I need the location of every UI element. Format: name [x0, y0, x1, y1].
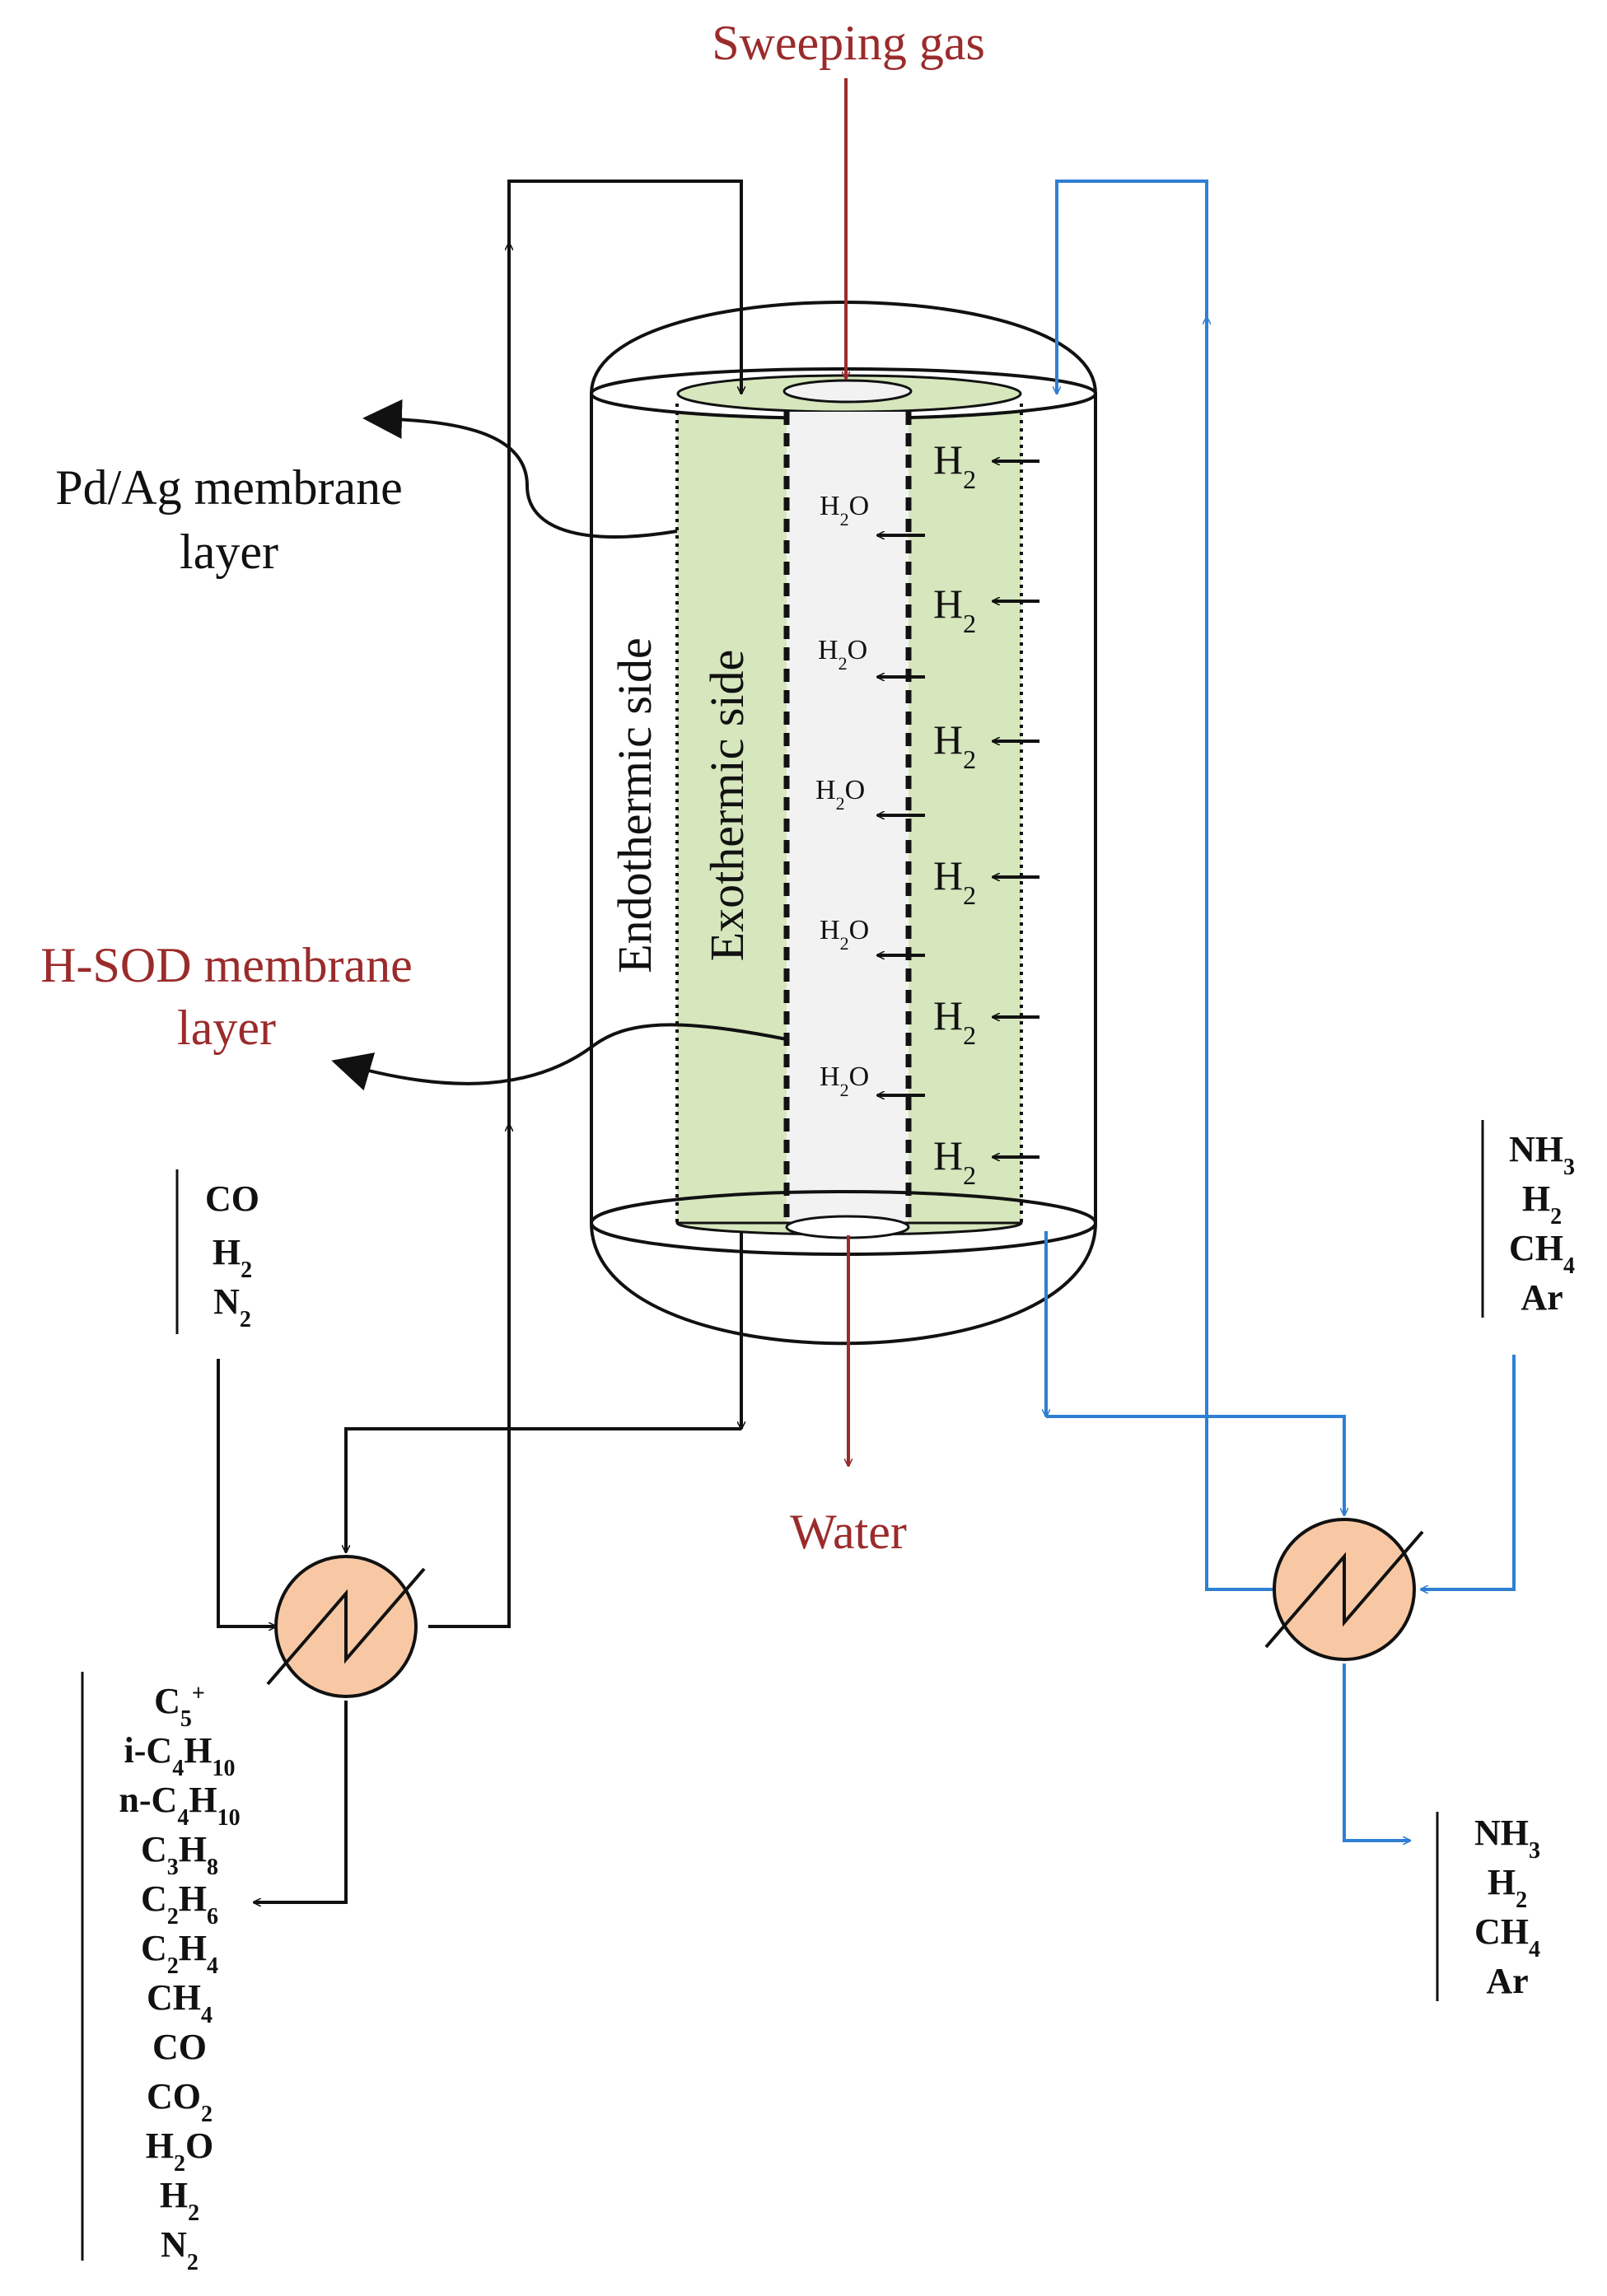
endothermic-label: Endothermic side: [608, 637, 661, 973]
bottom-plate: [590, 1190, 1097, 1256]
stream-component: Ar: [1486, 1961, 1528, 2001]
stream-component: CH4: [1509, 1228, 1575, 1279]
exothermic-inlet-line: [1057, 180, 1273, 1591]
stream-component: CO2: [147, 2076, 213, 2127]
endothermic-loop: [217, 180, 741, 1902]
pdag-callout-arrow: [362, 399, 678, 539]
feed-left-inlet-line: [217, 1359, 276, 1626]
feed-right-list: NH3 H2 CH4 Ar: [1509, 1129, 1575, 1318]
pdag-membrane-label: Pd/Ag membrane: [55, 460, 403, 515]
heat-exchanger-left: [266, 1555, 426, 1698]
stream-component: N2: [213, 1281, 251, 1332]
stream-component: H2: [160, 2175, 199, 2226]
product-right-outlet-line: [1343, 1664, 1410, 1841]
stream-component: H2O: [146, 2126, 213, 2177]
stream-component: NH3: [1474, 1813, 1540, 1864]
endothermic-return-line: [346, 1427, 741, 1552]
sweeping-gas-label: Sweeping gas: [712, 16, 985, 70]
stream-component: H2: [213, 1232, 252, 1283]
heat-exchanger-zigzag: [1264, 1530, 1424, 1649]
stream-component: CH4: [147, 1977, 213, 2028]
hsod-membrane-label: H-SOD membrane: [40, 938, 413, 992]
exothermic-zone: [787, 412, 909, 1223]
feed-left-list: CO H2 N2: [205, 1178, 259, 1332]
bottom-dome: [590, 1222, 1097, 1346]
stream-component: CO: [205, 1178, 259, 1219]
hsod-callout-arrow: [331, 1023, 787, 1091]
stream-component: CO: [152, 2027, 207, 2067]
product-right-list: NH3 H2 CH4 Ar: [1474, 1813, 1540, 2001]
product-left-outlet-line: [254, 1701, 348, 1902]
stream-component: C2H4: [141, 1928, 218, 1979]
stream-component: N2: [161, 2224, 199, 2275]
stream-component: i-C4H10: [124, 1730, 236, 1781]
water-label: Water: [790, 1505, 907, 1559]
product-left-list: C5+ i-C4H10 n-C4H10 C3H8 C2H6 C2H4 CH4 C…: [119, 1681, 240, 2275]
exothermic-loop: [1046, 180, 1516, 1841]
exothermic-label: Exothermic side: [700, 650, 754, 962]
top-inner-tube: [782, 379, 913, 404]
heat-exchanger-right: [1264, 1518, 1424, 1661]
stream-component: H2: [1522, 1178, 1562, 1230]
top-dome: [590, 301, 1097, 394]
hsod-membrane-label-line2: layer: [177, 1001, 276, 1055]
bottom-inner-tube: [785, 1215, 910, 1239]
heat-exchanger-zigzag: [266, 1567, 426, 1686]
stream-component: Ar: [1521, 1277, 1563, 1318]
stream-component: C3H8: [141, 1829, 218, 1880]
stream-component: n-C4H10: [119, 1780, 240, 1831]
stream-component: NH3: [1509, 1129, 1575, 1180]
stream-component: CH4: [1474, 1911, 1540, 1962]
stream-component: C2H6: [141, 1878, 218, 1930]
stream-component: H2: [1488, 1862, 1527, 1913]
reactor-vessel: [590, 301, 1097, 1346]
stream-component: C5+: [154, 1681, 205, 1732]
exothermic-return-line: [1046, 1415, 1344, 1515]
endothermic-inlet-line: [428, 180, 741, 1628]
pdag-membrane-label-line2: layer: [180, 525, 278, 579]
feed-right-inlet-line: [1421, 1355, 1516, 1589]
